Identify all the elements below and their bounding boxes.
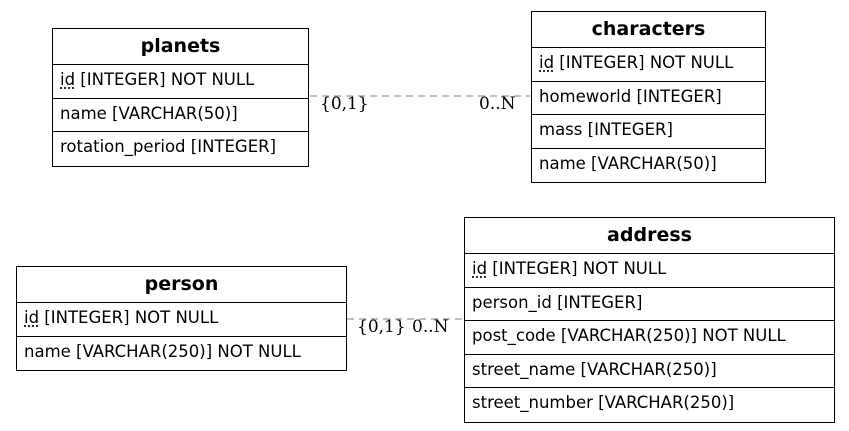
attribute-row: name [VARCHAR(250)] NOT NULL [17, 337, 346, 371]
attribute-name: name [539, 153, 586, 173]
attribute-type: [VARCHAR(250)] [592, 393, 735, 412]
primary-key-name: id [539, 53, 555, 72]
attribute-type: [INTEGER] NOT NULL [39, 308, 219, 327]
attribute-type: [VARCHAR(250)] NOT NULL [555, 326, 786, 345]
entity-address[interactable]: address id [INTEGER] NOT NULL person_id … [464, 217, 835, 423]
attribute-row: rotation_period [INTEGER] [53, 132, 308, 166]
attribute-type: [INTEGER] NOT NULL [487, 259, 667, 278]
primary-key-name: id [60, 70, 76, 89]
attribute-type: [INTEGER] NOT NULL [554, 53, 734, 72]
cardinality-from-person: {0,1} [357, 317, 406, 337]
entity-title: address [465, 218, 834, 254]
attribute-row: mass [INTEGER] [532, 115, 765, 149]
attribute-row: id [INTEGER] NOT NULL [532, 48, 765, 82]
attribute-type: [INTEGER] NOT NULL [75, 70, 255, 89]
attribute-type: [VARCHAR(50)] [585, 153, 717, 173]
attribute-row: street_number [VARCHAR(250)] [465, 388, 834, 422]
cardinality-from-planets: {0,1} [320, 94, 369, 114]
attribute-type: [VARCHAR(250)] [575, 359, 717, 379]
attribute-row: id [INTEGER] NOT NULL [465, 254, 834, 288]
cardinality-to-characters: 0..N [479, 94, 516, 114]
attribute-name: street_number [472, 393, 593, 412]
attribute-row: name [VARCHAR(50)] [53, 99, 308, 132]
attribute-row: post_code [VARCHAR(250)] NOT NULL [465, 321, 834, 355]
entity-title: planets [53, 29, 308, 65]
attribute-name: street_name [472, 359, 576, 379]
attribute-type: [VARCHAR(50)] [106, 103, 238, 123]
entity-characters[interactable]: characters id [INTEGER] NOT NULL homewor… [531, 11, 766, 183]
attribute-type: [INTEGER] [551, 292, 643, 312]
attribute-name: rotation_period [60, 137, 186, 156]
attribute-name: name [24, 341, 71, 361]
entity-person[interactable]: person id [INTEGER] NOT NULL name [VARCH… [16, 266, 347, 371]
primary-key-name: id [24, 308, 40, 327]
attribute-name: person_id [472, 292, 552, 312]
attribute-type: [VARCHAR(250)] NOT NULL [70, 341, 301, 361]
attribute-row: street_name [VARCHAR(250)] [465, 355, 834, 388]
attribute-row: person_id [INTEGER] [465, 288, 834, 321]
attribute-type: [INTEGER] [582, 120, 673, 139]
primary-key-name: id [472, 259, 488, 278]
attribute-row: id [INTEGER] NOT NULL [17, 303, 346, 337]
attribute-type: [INTEGER] [185, 137, 277, 156]
entity-title: characters [532, 12, 765, 48]
attribute-row: homeworld [INTEGER] [532, 82, 765, 115]
cardinality-to-address: 0..N [412, 317, 449, 337]
attribute-row: name [VARCHAR(50)] [532, 149, 765, 183]
attribute-name: homeworld [539, 86, 632, 106]
entity-title: person [17, 267, 346, 303]
attribute-name: name [60, 103, 107, 123]
attribute-row: id [INTEGER] NOT NULL [53, 65, 308, 99]
entity-planets[interactable]: planets id [INTEGER] NOT NULL name [VARC… [52, 28, 309, 167]
attribute-type: [INTEGER] [631, 86, 722, 106]
attribute-name: mass [539, 120, 583, 139]
attribute-name: post_code [472, 326, 556, 345]
